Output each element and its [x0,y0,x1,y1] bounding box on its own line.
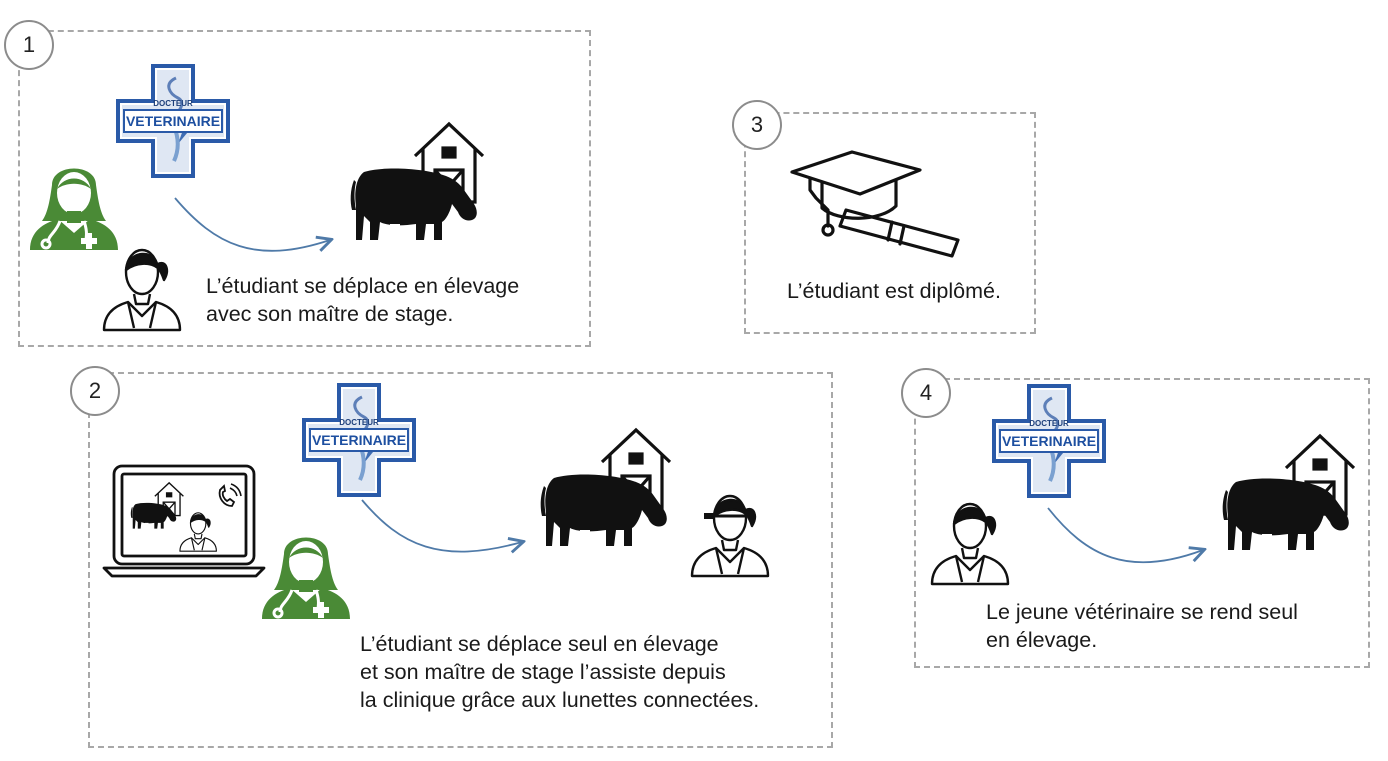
graduation-cap-icon [790,150,960,258]
svg-text:DOCTEUR: DOCTEUR [1029,419,1069,428]
student-with-glasses-icon [690,494,770,578]
step-4-badge: 4 [901,368,951,418]
vet-logo-icon: DOCTEUR VETERINAIRE [302,383,416,497]
svg-text:VETERINAIRE: VETERINAIRE [1002,433,1096,449]
step-3-badge: 3 [732,100,782,150]
step-2-badge: 2 [70,366,120,416]
step-3-caption: L’étudiant est diplômé. [787,279,1001,303]
vet-logo-icon: DOCTEUR VETERINAIRE [116,64,230,178]
cow-icon [1222,478,1349,550]
step-1-panel [18,30,591,347]
svg-text:DOCTEUR: DOCTEUR [153,99,193,108]
step-1-badge: 1 [4,20,54,70]
step-2-caption: L’étudiant se déplace seul en élevage et… [360,632,760,712]
step-2-panel [88,372,833,748]
step-3-panel [744,112,1036,334]
svg-text:VETERINAIRE: VETERINAIRE [126,113,220,129]
step-1-caption: L’étudiant se déplace en élevage avec so… [206,274,520,326]
svg-text:DOCTEUR: DOCTEUR [339,418,379,427]
step-4-caption: Le jeune vétérinaire se rend seul en éle… [986,600,1298,652]
laptop-icon [102,464,266,578]
step-4-panel [914,378,1370,668]
svg-text:VETERINAIRE: VETERINAIRE [312,432,406,448]
vet-logo-icon: DOCTEUR VETERINAIRE [992,384,1106,498]
